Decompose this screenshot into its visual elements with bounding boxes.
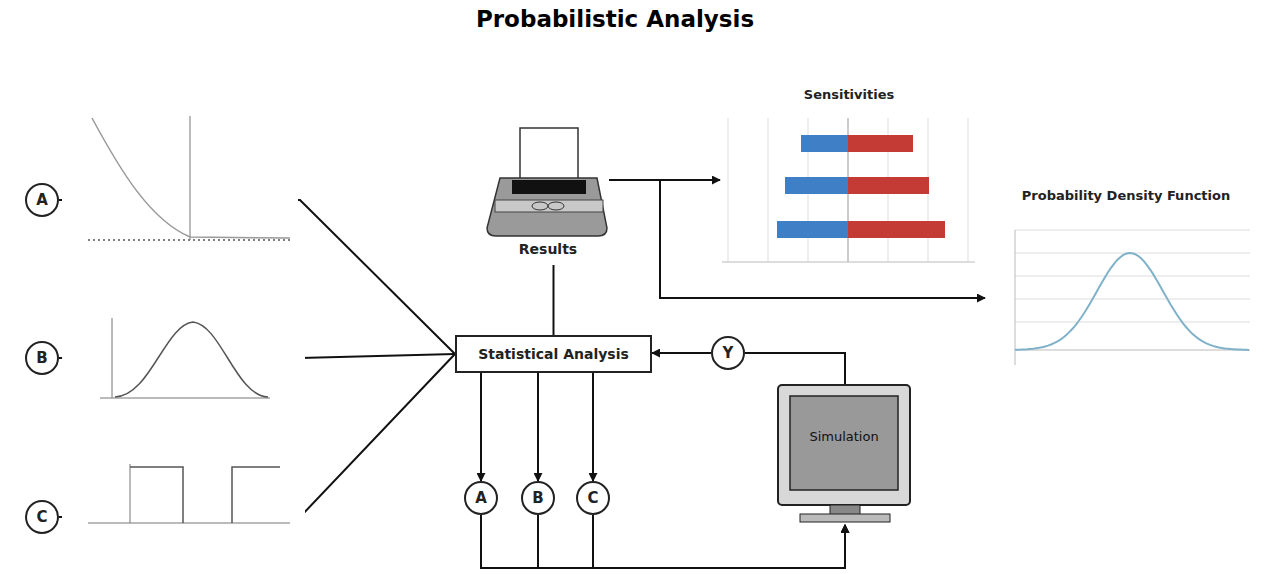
sample-circle: C [576, 481, 610, 515]
node-label: Simulation [790, 429, 898, 444]
sample-circle: A [464, 481, 498, 515]
chart-panel: Sensitivities [720, 84, 978, 269]
connector [592, 373, 594, 481]
connector [609, 180, 985, 298]
output-circle: Y [711, 336, 745, 370]
diagram-title: Probabilistic Analysis [0, 6, 1230, 32]
node-label: Probability Density Function [985, 188, 1267, 203]
connector [593, 515, 845, 568]
chart-panel: Probability Density Function [985, 185, 1267, 380]
callout-letter: C [36, 508, 47, 526]
node-label: Statistical Analysis [478, 346, 629, 362]
connector [553, 265, 555, 335]
callout-letter: B [36, 349, 47, 367]
monitor-icon [778, 385, 910, 522]
simulation-monitor: Simulation [775, 385, 915, 525]
callout-letter: Y [723, 344, 734, 362]
node-label: Sensitivities [720, 87, 978, 102]
results-printer: Results [487, 125, 609, 265]
input-circle: C [25, 500, 59, 534]
connector [480, 373, 482, 481]
tornado-chart [722, 118, 975, 262]
sample-circle: B [521, 481, 555, 515]
connector [481, 515, 845, 568]
pdf-chart [1015, 230, 1250, 365]
callout-letter: A [475, 489, 487, 507]
connector [745, 353, 845, 385]
callout-letter: B [532, 489, 543, 507]
input-circle: B [25, 341, 59, 375]
connector [652, 352, 711, 354]
normal-plot [62, 290, 305, 415]
connector [537, 373, 539, 481]
exponential-plot [62, 110, 298, 260]
connector [538, 515, 845, 568]
callout-letter: A [36, 191, 48, 209]
input-circle: A [25, 183, 59, 217]
callout-letter: C [587, 489, 598, 507]
node-label: Results [487, 241, 609, 257]
printer-icon [487, 128, 607, 236]
process-box: Statistical Analysis [455, 335, 652, 373]
uniform-plot [62, 455, 305, 540]
